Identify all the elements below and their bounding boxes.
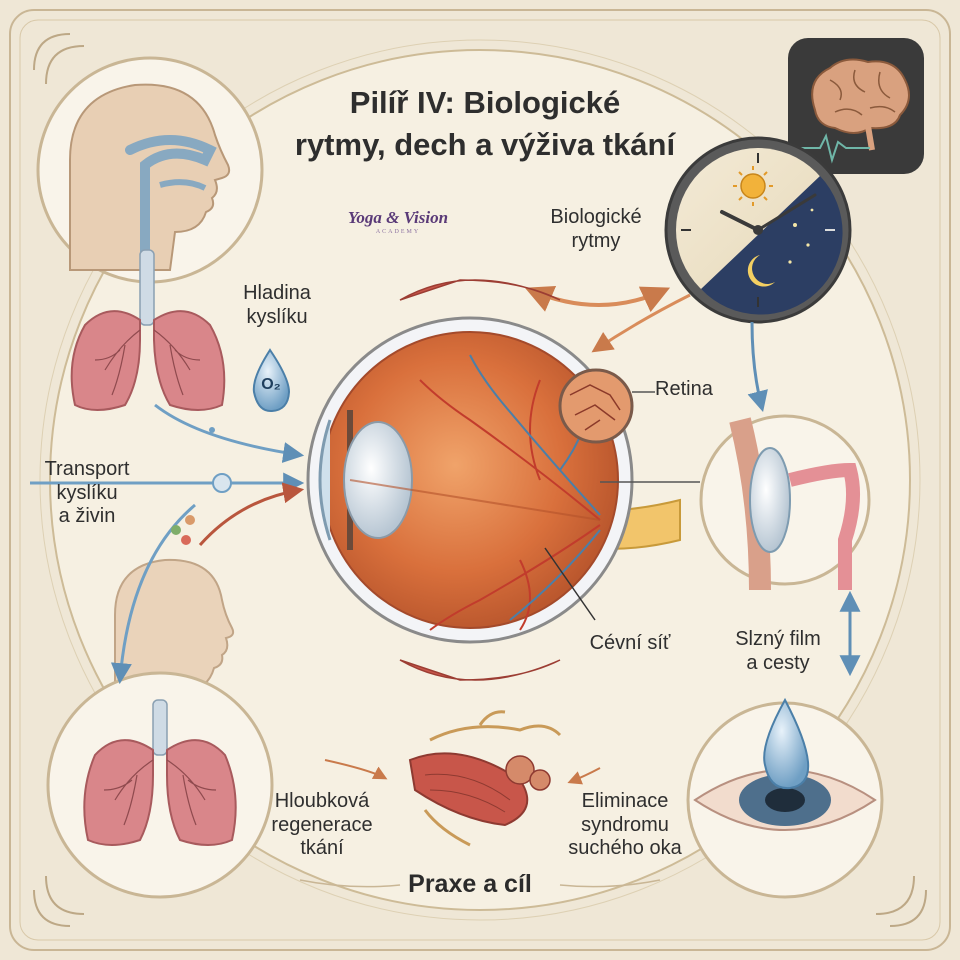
- inner-frame: [19, 19, 941, 941]
- label-eliminace: Eliminace syndromu suchého oka: [555, 790, 695, 861]
- label-line: Transport: [44, 458, 130, 480]
- title-line-1: Pilíř IV: Biologické: [349, 85, 621, 120]
- dry-eye-illustration: [686, 701, 884, 899]
- clock-icon: [664, 136, 852, 324]
- arrow-to-tissue-left: [324, 759, 388, 780]
- bottom-flourish: [299, 879, 661, 888]
- label-hloubkova-regenerace: Hloubková regenerace tkání: [262, 790, 382, 861]
- label-line: Eliminace: [581, 790, 669, 812]
- central-circle-ring: [39, 39, 921, 921]
- brand-logo: Yoga & Vision ACADEMY: [318, 208, 478, 235]
- label-line: Hloubková: [274, 790, 370, 812]
- label-line: Biologické: [550, 206, 642, 228]
- page-title: Pilíř IV: Biologické rytmy, dech a výživ…: [250, 82, 720, 166]
- label-line: kyslíku: [56, 481, 118, 504]
- title-line-2: rytmy, dech a výživa tkání: [294, 126, 676, 162]
- label-hladina-kysliku: Hladina kyslíku: [222, 282, 332, 329]
- brain-icon: [788, 38, 924, 174]
- lungs-bottom-illustration: [46, 671, 274, 899]
- label-cevni-sit: Cévní síť: [589, 632, 671, 654]
- tear-duct-illustration: [699, 414, 871, 591]
- label-transport: Transport kyslíku a živin: [32, 458, 142, 529]
- tear-drop-icon: [763, 697, 810, 790]
- rhythm-arrow-upper: [524, 285, 671, 313]
- oxygen-drop-icon: [252, 348, 291, 413]
- label-retina: Retina: [655, 378, 713, 400]
- label-line: rytmy: [571, 229, 621, 252]
- oxygen-symbol: O₂: [261, 376, 281, 393]
- eye-cross-section: [306, 279, 681, 681]
- label-biologicke-rytmy: Biologické rytmy: [536, 206, 656, 253]
- label-line: Slzný film: [735, 628, 821, 650]
- tissue-regeneration-illustration: [408, 710, 562, 847]
- pointer-cevni: [544, 547, 596, 621]
- retina-magnifier: [558, 368, 655, 444]
- label-line: a cesty: [746, 651, 810, 674]
- label-line: Hladina: [243, 282, 311, 304]
- arrow-to-tissue-right: [567, 767, 601, 785]
- label-slzny-film: Slzný film a cesty: [718, 628, 838, 675]
- head-airway-illustration: [36, 56, 264, 284]
- outer-frame: [9, 9, 951, 951]
- label-line: kyslíku: [246, 305, 308, 328]
- label-line: syndromu: [581, 813, 669, 836]
- transport-arrows: [30, 403, 305, 685]
- lungs-top-icon: [70, 249, 226, 411]
- brand-subline: ACADEMY: [375, 229, 421, 235]
- moon-icon: [747, 208, 814, 287]
- sun-icon: [733, 166, 773, 206]
- label-line: regenerace: [271, 813, 373, 836]
- label-line: a živin: [58, 505, 116, 528]
- brand-name: Yoga & Vision: [347, 208, 449, 227]
- label-line: suchého oka: [568, 837, 682, 860]
- label-praxe-a-cil: Praxe a cíl: [408, 870, 532, 898]
- rhythm-arrow-lower: [591, 293, 691, 353]
- corner-ornaments: [33, 33, 927, 927]
- label-line: tkání: [300, 837, 344, 860]
- clock-to-tear-arrow: [747, 321, 768, 413]
